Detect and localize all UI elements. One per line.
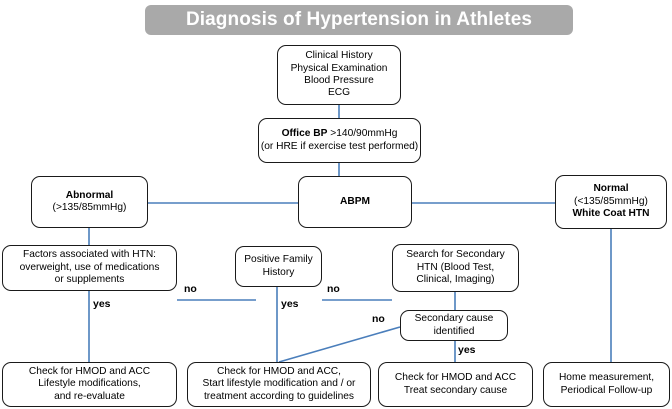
- edge-label-factors-no: no: [184, 283, 197, 295]
- node-outcome-lifestyle[interactable]: Check for HMOD and ACC Lifestyle modific…: [2, 362, 177, 407]
- node-line: Check for HMOD and ACC,: [217, 365, 341, 377]
- node-line: overweight, use of medications: [19, 261, 160, 273]
- edge-label-factors-yes: yes: [93, 298, 111, 310]
- node-line: Periodical Follow-up: [560, 384, 653, 396]
- node-line: Secondary cause: [414, 313, 494, 325]
- node-line: (<135/85mmHg): [574, 195, 648, 207]
- page-title: Diagnosis of Hypertension in Athletes: [145, 5, 573, 35]
- office-bp-value: >140/90mmHg: [327, 128, 398, 140]
- node-initial-workup[interactable]: Clinical History Physical Examination Bl…: [277, 45, 401, 105]
- edge-label-family-no: no: [327, 283, 340, 295]
- node-line: Lifestyle modifications,: [38, 378, 141, 390]
- office-bp-label: Office BP: [281, 128, 328, 140]
- node-line: White Coat HTN: [572, 208, 650, 220]
- node-line: Normal: [593, 183, 629, 195]
- node-line: HTN (Blood Test,: [416, 261, 495, 273]
- node-line: (or HRE if exercise test performed): [260, 140, 419, 152]
- node-line: treatment according to guidelines: [203, 390, 355, 402]
- node-line: Check for HMOD and ACC: [394, 372, 517, 384]
- edge-label-family-yes: yes: [281, 298, 299, 310]
- edge-label-secondary-yes: yes: [458, 344, 476, 356]
- node-line: Blood Pressure: [304, 75, 374, 86]
- node-line: Physical Examination: [290, 62, 388, 74]
- node-line: Search for Secondary: [406, 249, 505, 261]
- node-factors-htn[interactable]: Factors associated with HTN: overweight,…: [2, 245, 177, 291]
- node-line: Start lifestyle modification and / or: [202, 378, 356, 390]
- node-line: Check for HMOD and ACC: [28, 365, 151, 377]
- node-line: Clinical, Imaging): [416, 274, 495, 286]
- node-outcome-treat-secondary[interactable]: Check for HMOD and ACC Treat secondary c…: [378, 362, 533, 407]
- node-line: Factors associated with HTN:: [22, 249, 157, 261]
- node-abpm[interactable]: ABPM: [298, 176, 412, 228]
- node-line: Positive Family: [244, 254, 313, 266]
- node-office-bp[interactable]: Office BP >140/90mmHg (or HRE if exercis…: [258, 118, 421, 163]
- node-positive-family-history[interactable]: Positive Family History: [235, 246, 322, 287]
- node-outcome-home-measurement[interactable]: Home measurement, Periodical Follow-up: [543, 362, 670, 407]
- node-line: Home measurement,: [558, 372, 655, 384]
- edge-label-secondary-no: no: [372, 313, 385, 325]
- node-line: Abnormal: [65, 189, 114, 201]
- node-line: Clinical History: [305, 50, 373, 62]
- node-line: identified: [433, 325, 475, 337]
- node-normal[interactable]: Normal (<135/85mmHg) White Coat HTN: [555, 175, 667, 229]
- node-outcome-guidelines[interactable]: Check for HMOD and ACC, Start lifestyle …: [187, 362, 371, 407]
- node-line: (>135/85mmHg): [52, 202, 127, 213]
- node-abnormal[interactable]: Abnormal (>135/85mmHg): [31, 176, 148, 228]
- node-line: Treat secondary cause: [403, 384, 508, 396]
- node-search-secondary-htn[interactable]: Search for Secondary HTN (Blood Test, Cl…: [392, 244, 519, 292]
- edge-secondary-no-diagonal: [278, 326, 401, 363]
- node-line: or supplements: [54, 274, 125, 286]
- node-secondary-cause-identified[interactable]: Secondary cause identified: [400, 310, 508, 341]
- node-line-office-bp: Office BP >140/90mmHg: [282, 128, 398, 140]
- node-line: ABPM: [340, 195, 370, 207]
- node-line: History: [262, 266, 295, 278]
- node-line: ECG: [327, 87, 351, 99]
- node-line: and re-evaluate: [54, 390, 125, 402]
